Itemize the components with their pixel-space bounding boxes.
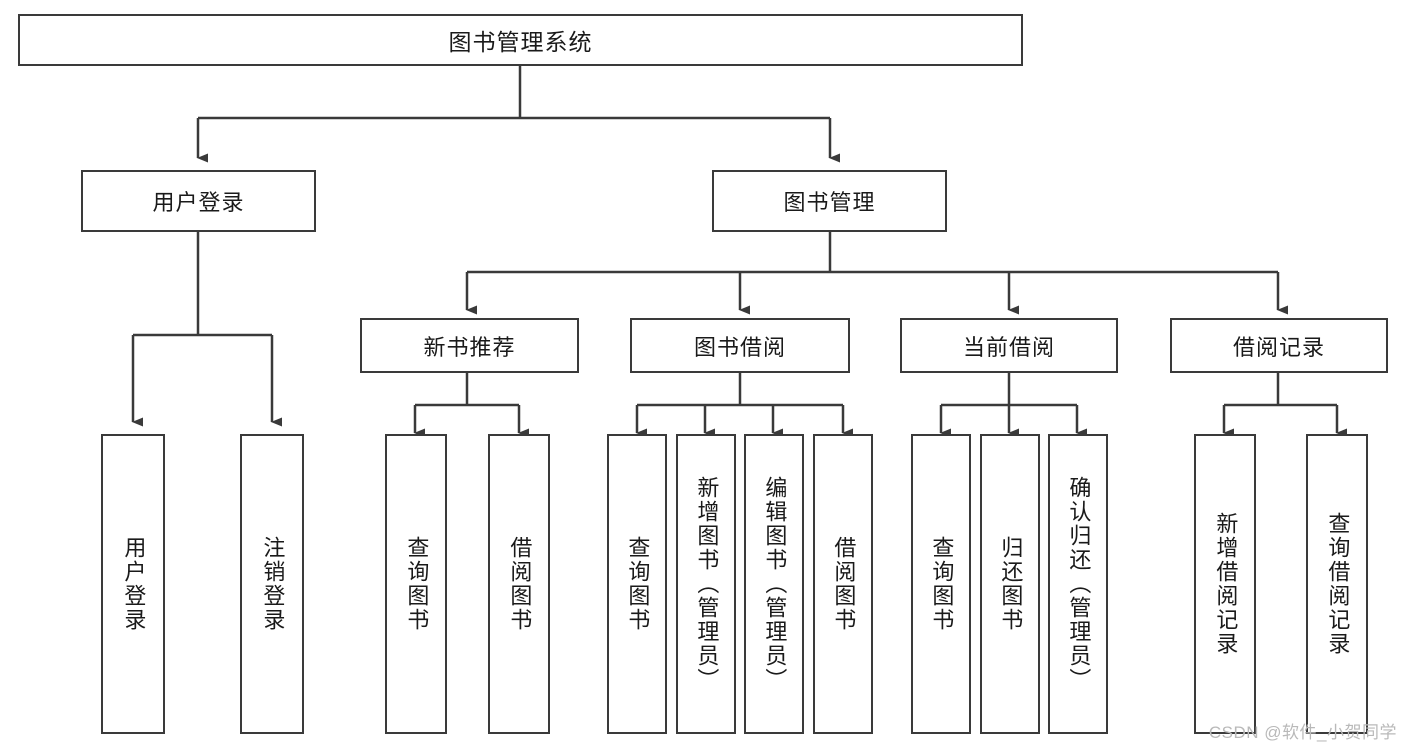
node-label: 新增图书（管理员） <box>694 476 720 692</box>
node-root-system[interactable]: 图书管理系统 <box>18 14 1023 66</box>
node-label: 查询图书 <box>929 536 955 632</box>
node-new-book-recommend[interactable]: 新书推荐 <box>360 318 579 373</box>
leaf-recommend-search-book[interactable]: 查询图书 <box>385 434 447 734</box>
node-label: 图书借阅 <box>693 334 786 360</box>
node-label: 查询图书 <box>404 536 430 632</box>
node-label: 确认归还（管理员） <box>1066 476 1092 692</box>
node-current-borrow[interactable]: 当前借阅 <box>900 318 1118 373</box>
leaf-borrow-add-book-admin[interactable]: 新增图书（管理员） <box>676 434 736 734</box>
leaf-current-search-book[interactable]: 查询图书 <box>911 434 971 734</box>
leaf-user-login[interactable]: 用户登录 <box>101 434 165 734</box>
node-label: 用户登录 <box>152 190 245 215</box>
node-label: 新增借阅记录 <box>1213 512 1239 656</box>
node-label: 新书推荐 <box>423 334 516 360</box>
node-label: 用户登录 <box>121 536 147 632</box>
node-label: 归还图书 <box>998 536 1024 632</box>
leaf-recommend-borrow-book[interactable]: 借阅图书 <box>488 434 550 734</box>
node-book-borrow[interactable]: 图书借阅 <box>630 318 850 373</box>
leaf-current-confirm-return-admin[interactable]: 确认归还（管理员） <box>1048 434 1108 734</box>
node-borrow-records[interactable]: 借阅记录 <box>1170 318 1388 373</box>
node-label: 借阅记录 <box>1232 334 1325 360</box>
watermark: CSDN @软件_小贺同学 <box>1208 723 1397 742</box>
node-label: 借阅图书 <box>507 536 533 632</box>
leaf-user-logout[interactable]: 注销登录 <box>240 434 304 734</box>
node-label: 图书管理系统 <box>448 29 593 55</box>
node-book-management[interactable]: 图书管理 <box>712 170 947 232</box>
leaf-borrow-search-book[interactable]: 查询图书 <box>607 434 667 734</box>
leaf-records-add-record[interactable]: 新增借阅记录 <box>1194 434 1256 734</box>
node-label: 当前借阅 <box>962 334 1055 360</box>
node-label: 借阅图书 <box>831 536 857 632</box>
leaf-borrow-borrow-book[interactable]: 借阅图书 <box>813 434 873 734</box>
leaf-borrow-edit-book-admin[interactable]: 编辑图书（管理员） <box>744 434 804 734</box>
node-label: 图书管理 <box>783 190 876 215</box>
node-user-login[interactable]: 用户登录 <box>81 170 316 232</box>
node-label: 注销登录 <box>260 536 286 632</box>
node-label: 查询图书 <box>625 536 651 632</box>
node-label: 编辑图书（管理员） <box>762 476 788 692</box>
leaf-records-search-record[interactable]: 查询借阅记录 <box>1306 434 1368 734</box>
leaf-current-return-book[interactable]: 归还图书 <box>980 434 1040 734</box>
node-label: 查询借阅记录 <box>1325 512 1351 656</box>
